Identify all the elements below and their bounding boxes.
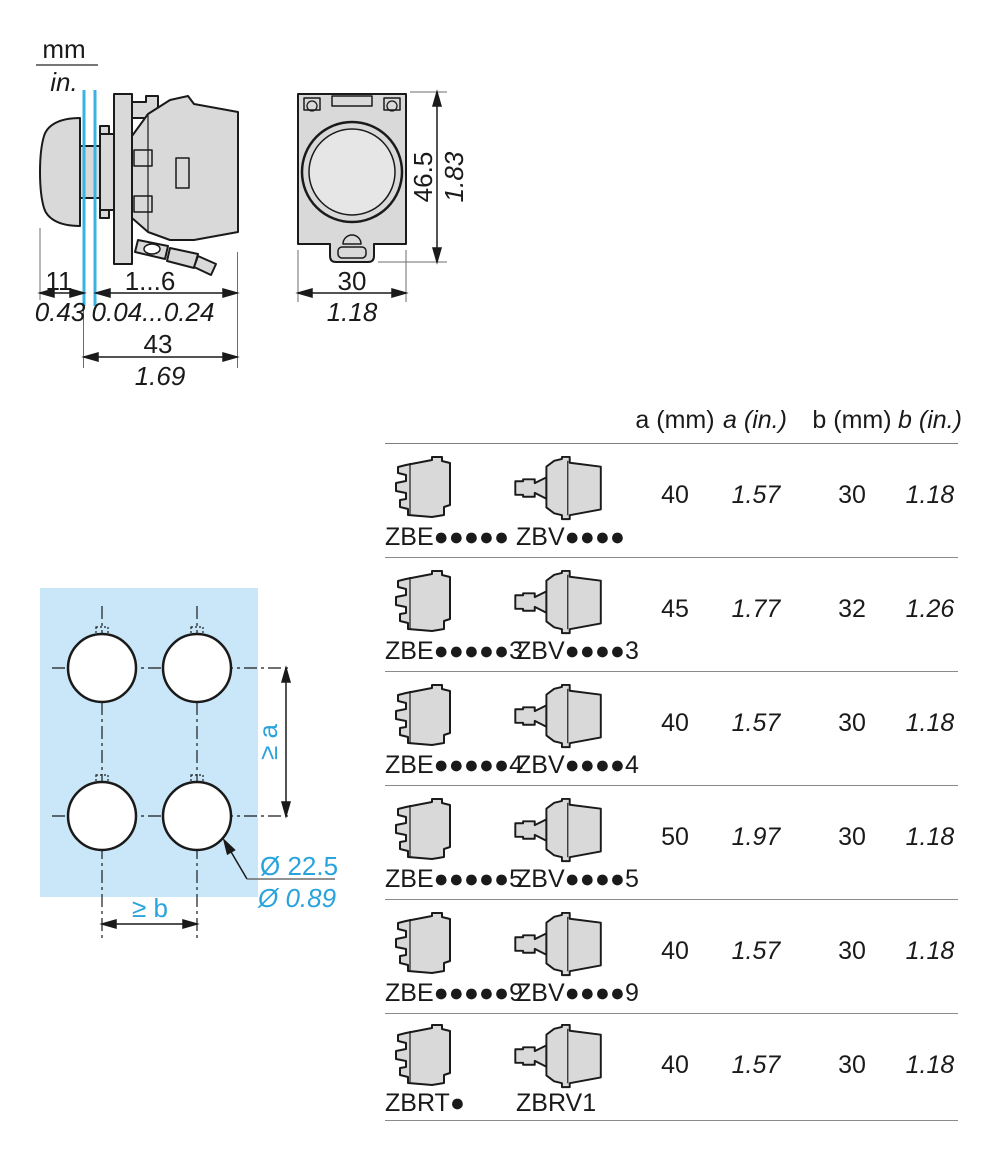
value-b-in: 1.18 bbox=[905, 481, 955, 509]
product-code-zbv: ZBV●●●●3 bbox=[516, 637, 639, 665]
table-row: ZBRT● ZBRV1 40 1.57 30 1.18 bbox=[385, 1013, 958, 1121]
header-a-mm: a (mm) bbox=[635, 406, 715, 434]
legend-mm-label: mm bbox=[42, 34, 86, 64]
value-a-in: 1.57 bbox=[731, 1051, 781, 1079]
product-code-zbe: ZBRT● bbox=[385, 1089, 465, 1117]
side-view-drawing bbox=[39, 93, 239, 276]
value-b-mm: 30 bbox=[838, 709, 866, 737]
dim-11-in: 0.43 bbox=[34, 297, 86, 327]
value-a-mm: 40 bbox=[661, 1051, 689, 1079]
contact-block-image-zbv bbox=[514, 683, 602, 749]
value-b-in: 1.18 bbox=[905, 1051, 955, 1079]
value-a-in: 1.97 bbox=[731, 823, 781, 851]
value-b-mm: 30 bbox=[838, 937, 866, 965]
dim-43-mm: 43 bbox=[143, 329, 173, 359]
cutout-diameter-in: Ø 0.89 bbox=[258, 883, 337, 913]
product-code-zbe: ZBE●●●●●5 bbox=[385, 865, 524, 893]
value-a-mm: 40 bbox=[661, 709, 689, 737]
table-row: ZBE●●●●●4 ZBV●●●●4 40 1.57 30 1.18 bbox=[385, 671, 958, 786]
product-code-zbe: ZBE●●●●●4 bbox=[385, 751, 524, 779]
header-b-in: b (in.) bbox=[898, 406, 962, 434]
panel-cutout-drawing bbox=[40, 588, 335, 940]
contact-block-image-zbv bbox=[514, 569, 602, 635]
legend-divider bbox=[36, 64, 98, 66]
value-a-in: 1.57 bbox=[731, 709, 781, 737]
header-a-in: a (in.) bbox=[723, 406, 787, 434]
contact-block-image-zbe bbox=[395, 570, 451, 632]
dim-11-mm: 11 bbox=[45, 266, 73, 296]
dim-width-mm: 30 bbox=[337, 266, 367, 296]
value-a-in: 1.57 bbox=[731, 937, 781, 965]
value-b-in: 1.26 bbox=[905, 595, 955, 623]
contact-block-image-zbe bbox=[395, 912, 451, 974]
table-row: ZBE●●●●●9 ZBV●●●●9 40 1.57 30 1.18 bbox=[385, 899, 958, 1014]
product-code-zbv: ZBV●●●●5 bbox=[516, 865, 639, 893]
value-a-in: 1.57 bbox=[731, 481, 781, 509]
table-row: ZBE●●●●●5 ZBV●●●●5 50 1.97 30 1.18 bbox=[385, 785, 958, 900]
legend-in-label: in. bbox=[50, 67, 78, 97]
dim-1-6-in: 0.04...0.24 bbox=[91, 297, 215, 327]
value-a-in: 1.77 bbox=[731, 595, 781, 623]
product-code-zbv: ZBV●●●● bbox=[516, 523, 626, 551]
value-a-mm: 50 bbox=[661, 823, 689, 851]
dim-43-in: 1.69 bbox=[134, 361, 186, 391]
value-b-in: 1.18 bbox=[905, 823, 955, 851]
product-code-zbv: ZBV●●●●9 bbox=[516, 979, 639, 1007]
dim-height-in: 1.83 bbox=[439, 151, 469, 203]
product-code-zbv: ZBRV1 bbox=[516, 1089, 597, 1117]
contact-block-image-zbv bbox=[514, 911, 602, 977]
table-row: ZBE●●●●● ZBV●●●● 40 1.57 30 1.18 bbox=[385, 443, 958, 558]
contact-block-image-zbrt bbox=[395, 1024, 451, 1086]
product-code-zbe: ZBE●●●●●3 bbox=[385, 637, 524, 665]
cutout-horizontal-spacing-label: ≥ b bbox=[132, 893, 168, 923]
value-b-mm: 30 bbox=[838, 1051, 866, 1079]
product-code-zbv: ZBV●●●●4 bbox=[516, 751, 639, 779]
front-view-drawing bbox=[297, 93, 407, 263]
contact-block-image-zbe bbox=[395, 684, 451, 746]
value-b-in: 1.18 bbox=[905, 937, 955, 965]
cutout-diameter-mm: Ø 22.5 bbox=[260, 851, 339, 881]
contact-block-image-zbv bbox=[514, 797, 602, 863]
contact-block-image-zbe bbox=[395, 456, 451, 518]
table-row: ZBE●●●●●3 ZBV●●●●3 45 1.77 32 1.26 bbox=[385, 557, 958, 672]
value-b-mm: 30 bbox=[838, 481, 866, 509]
value-b-in: 1.18 bbox=[905, 709, 955, 737]
dim-1-6-mm: 1...6 bbox=[124, 266, 176, 296]
dim-height-mm: 46.5 bbox=[408, 151, 438, 203]
value-a-mm: 40 bbox=[661, 481, 689, 509]
header-b-mm: b (mm) bbox=[812, 406, 892, 434]
value-b-mm: 32 bbox=[838, 595, 866, 623]
contact-block-image-zbe bbox=[395, 798, 451, 860]
product-code-zbe: ZBE●●●●● bbox=[385, 523, 510, 551]
product-code-zbe: ZBE●●●●●9 bbox=[385, 979, 524, 1007]
value-b-mm: 30 bbox=[838, 823, 866, 851]
table-header: a (mm) a (in.) b (mm) b (in.) bbox=[385, 400, 962, 444]
cutout-vertical-spacing-label: ≥ a bbox=[253, 724, 283, 760]
value-a-mm: 40 bbox=[661, 937, 689, 965]
contact-block-image-zbrv bbox=[514, 1023, 602, 1089]
contact-block-image-zbv bbox=[514, 455, 602, 521]
dimension-lines bbox=[37, 89, 442, 362]
panel-thickness-lines bbox=[82, 90, 97, 306]
dim-width-in: 1.18 bbox=[326, 297, 378, 327]
value-a-mm: 45 bbox=[661, 595, 689, 623]
